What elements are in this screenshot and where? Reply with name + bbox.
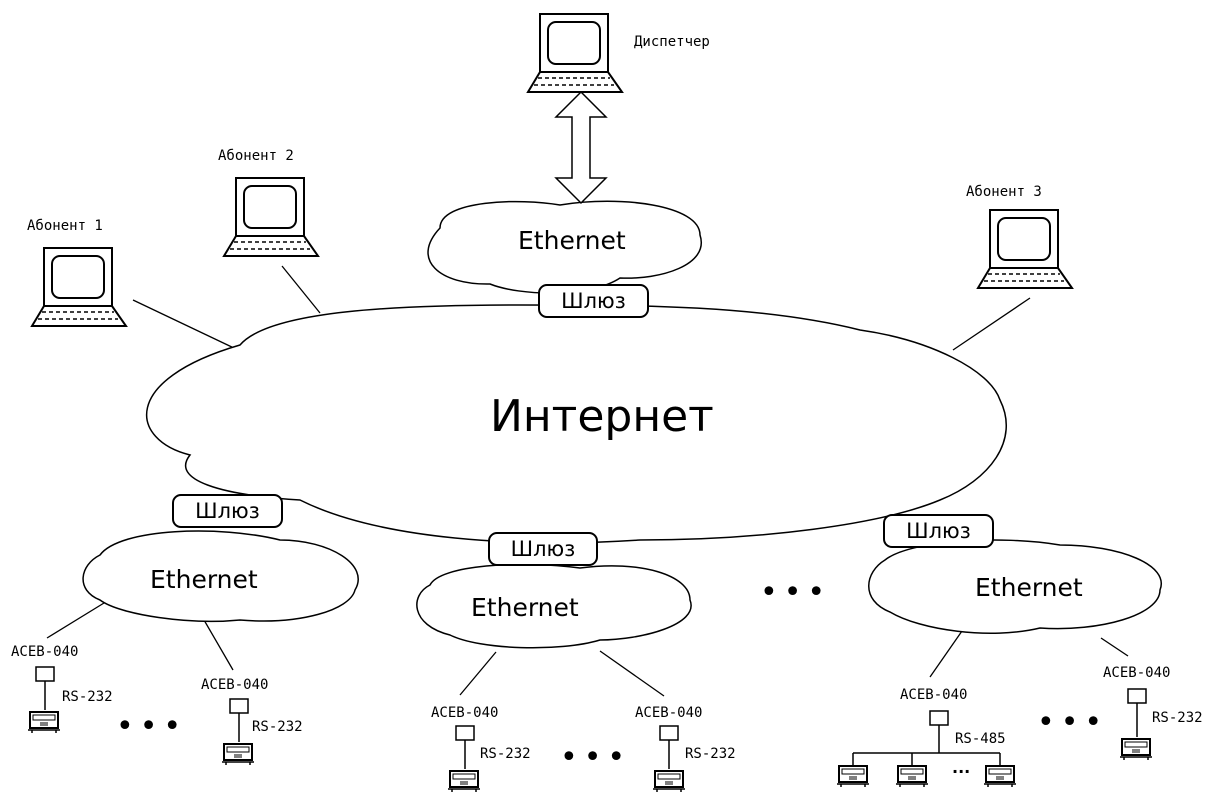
ellipsis-center: ••• bbox=[760, 575, 832, 610]
link-label: RS-232 bbox=[62, 689, 113, 705]
subscriber-2-pc-icon bbox=[223, 177, 319, 257]
ethernet-label-left: Ethernet bbox=[150, 565, 258, 594]
dispatcher-pc-icon bbox=[527, 13, 623, 93]
gateway-top: Шлюз bbox=[538, 284, 649, 318]
ethernet-cloud-right bbox=[868, 539, 1163, 634]
device-label: АСЕВ-040 bbox=[201, 677, 269, 693]
link-label: RS-232 bbox=[1152, 710, 1203, 726]
ethernet-label-middle: Ethernet bbox=[471, 593, 579, 622]
device-label: АСЕВ-040 bbox=[635, 705, 703, 721]
device-label: АСЕВ-040 bbox=[11, 644, 79, 660]
meter-icon bbox=[1119, 738, 1153, 761]
ethernet-cloud-top bbox=[427, 200, 703, 294]
ellipsis-bus: ... bbox=[952, 758, 971, 777]
double-arrow-icon bbox=[554, 90, 608, 205]
device-label: АСЕВ-040 bbox=[431, 705, 499, 721]
meter-icon bbox=[27, 711, 61, 734]
subscriber-1-label: Абонент 1 bbox=[27, 218, 103, 234]
ethernet-label-right: Ethernet bbox=[975, 573, 1083, 602]
ethernet-label-top: Ethernet bbox=[518, 226, 626, 255]
ellipsis-right: ••• bbox=[1037, 705, 1109, 740]
meter-icon bbox=[221, 743, 255, 766]
link-label-rs485: RS-485 bbox=[955, 731, 1006, 747]
link-label: RS-232 bbox=[685, 746, 736, 762]
meter-icon bbox=[447, 770, 481, 793]
subscriber-2-label: Абонент 2 bbox=[218, 148, 294, 164]
gateway-left: Шлюз bbox=[172, 494, 283, 528]
meter-icon bbox=[652, 770, 686, 793]
ellipsis-middle: ••• bbox=[560, 740, 632, 775]
subscriber-1-pc-icon bbox=[31, 247, 127, 327]
device-label: АСЕВ-040 bbox=[1103, 665, 1171, 681]
subscriber-3-label: Абонент 3 bbox=[966, 184, 1042, 200]
device-label: АСЕВ-040 bbox=[900, 687, 968, 703]
internet-label: Интернет bbox=[490, 391, 714, 442]
link-label: RS-232 bbox=[480, 746, 531, 762]
link-label: RS-232 bbox=[252, 719, 303, 735]
gateway-middle: Шлюз bbox=[488, 532, 598, 566]
ellipsis-left: ••• bbox=[116, 709, 188, 744]
gateway-right: Шлюз bbox=[883, 514, 994, 548]
meter-icon bbox=[895, 765, 929, 788]
meter-icon bbox=[983, 765, 1017, 788]
subscriber-3-pc-icon bbox=[977, 209, 1073, 289]
meter-icon bbox=[836, 765, 870, 788]
dispatcher-label: Диспетчер bbox=[634, 34, 710, 50]
ethernet-cloud-left bbox=[82, 530, 359, 623]
